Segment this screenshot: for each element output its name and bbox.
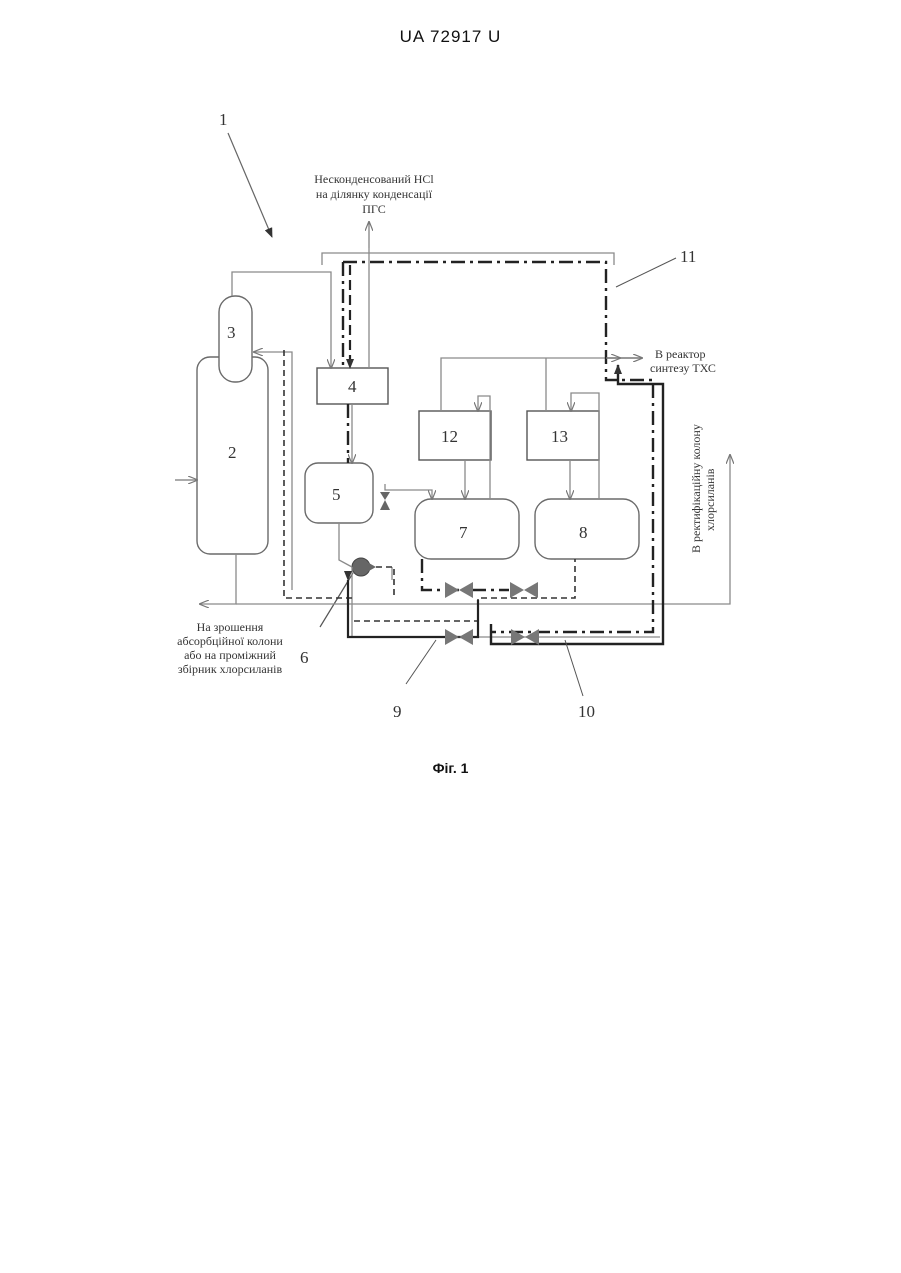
bottom-annotation-line4: збірник хлорсиланів [178,662,283,676]
dark-line-9 [348,580,478,637]
unit-6-label: 6 [300,648,309,667]
unit-5-label: 5 [332,485,341,504]
top-annotation-line3: ПГС [362,202,385,216]
column-head-unit [219,296,252,382]
unit-4-label: 4 [348,377,357,396]
pointer-line [228,133,272,237]
top-annotation-line1: Несконденсований HCl [314,172,434,186]
figure-caption: Фіг. 1 [0,760,901,776]
bottom-annotation-line2: абсорбційної колони [177,634,283,648]
bottom-outflow-line [200,554,236,604]
line-9-label: 9 [393,702,402,721]
line-10-label: 10 [578,702,595,721]
dash-dot-line-11 [343,262,653,632]
reactor-annotation-line1: В реактор [655,347,706,361]
bottom-annotation-line3: або на проміжний [184,648,276,662]
line-11-label: 11 [680,247,696,266]
unit-13-label: 13 [551,427,568,446]
unit-7-label: 7 [459,523,468,542]
valve-5 [380,492,390,510]
rectification-annotation-line1: В ректифікаційну колону [689,424,703,553]
unit-2-label: 2 [228,443,237,462]
bottom-annotation-line1: На зрошення [197,620,264,634]
unit-8-label: 8 [579,523,588,542]
rectification-annotation-line2: хлорсиланів [703,468,717,531]
pointer-label: 1 [219,110,228,129]
reactor-annotation-line2: синтезу ТХС [650,361,716,375]
unit-3-label: 3 [227,323,236,342]
unit-12-label: 12 [441,427,458,446]
top-annotation-line2: на ділянку конденсації [316,187,433,201]
